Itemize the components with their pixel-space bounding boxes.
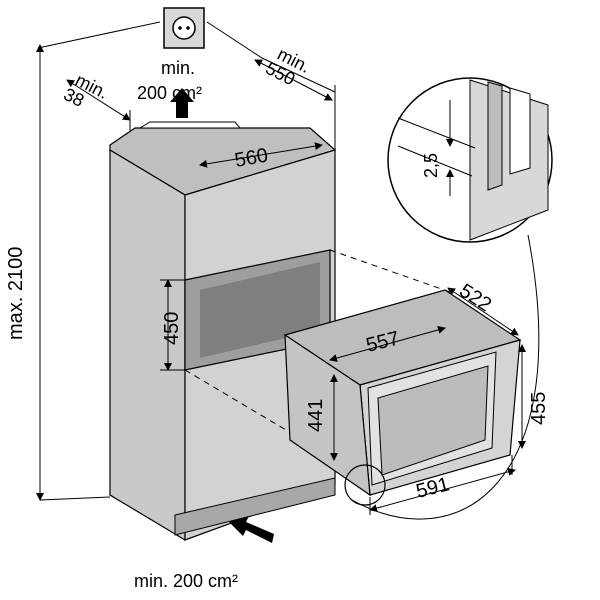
total-height-label: max. 2100	[5, 247, 27, 340]
cabinet	[109, 121, 337, 542]
top-vent-arrow-icon	[170, 88, 194, 118]
appliance-depth-line	[447, 287, 519, 336]
bottom-vent-arrow-icon	[229, 516, 274, 543]
top-min-label: min.	[161, 58, 195, 78]
niche-width-line	[199, 142, 323, 168]
top-vent	[138, 121, 242, 129]
top-area-label: 200 cm²	[137, 83, 202, 103]
appliance-width-line	[329, 326, 446, 362]
front-width-line	[369, 468, 516, 512]
power-socket-icon	[163, 7, 205, 49]
niche-height-label: 450	[161, 312, 183, 345]
inner-height-label: 441	[305, 399, 327, 432]
bottom-area-label: min. 200 cm²	[134, 571, 238, 591]
plinth	[174, 477, 336, 536]
detail-gap-label: 2,5	[421, 153, 441, 178]
appliance-height-label: 455	[528, 392, 550, 425]
detail-magnifier	[344, 77, 553, 520]
appliance-window	[377, 365, 489, 476]
